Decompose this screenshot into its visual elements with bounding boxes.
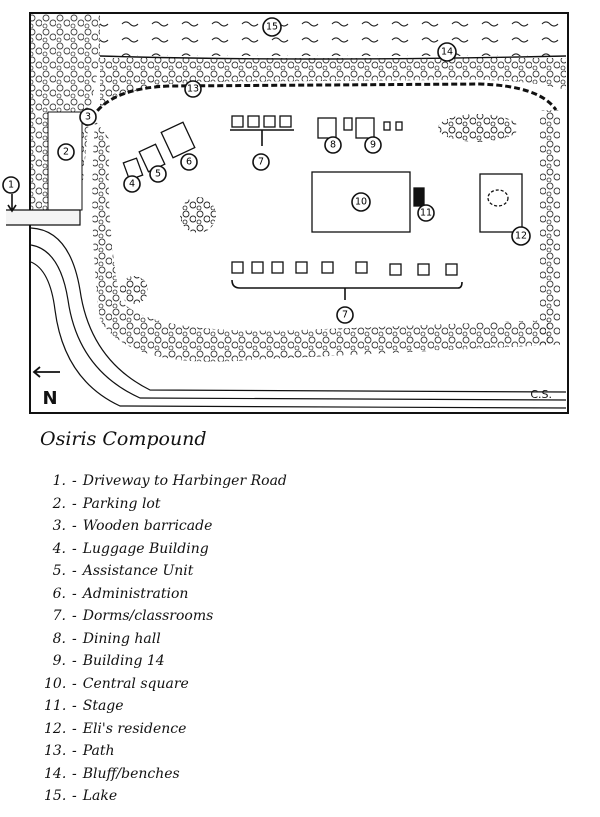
svg-text:12: 12	[515, 231, 527, 242]
legend-item: 12.-Eli's residence	[44, 720, 187, 737]
legend-item: 2.-Parking lot	[52, 495, 161, 512]
legend-item: 10.-Central square	[44, 675, 189, 692]
marker-1: 1	[2, 176, 20, 194]
svg-text:N: N	[42, 388, 57, 409]
marker-12: 12	[511, 226, 531, 246]
legend-item: 8.-Dining hall	[52, 630, 161, 647]
legend-item: 9.-Building 14	[52, 653, 165, 669]
svg-text:11: 11	[420, 208, 432, 219]
legend-item: 1.-Driveway to Harbinger Road	[52, 473, 287, 489]
legend-item: 15.-Lake	[44, 788, 118, 804]
svg-text:7: 7	[258, 157, 264, 168]
marker-10: 10	[351, 192, 371, 212]
svg-text:5: 5	[155, 169, 161, 180]
compound-map: N C.S. 1 2 3 4 5 6 7 7 8 9 10 11 12 13 1…	[2, 12, 569, 414]
path-line	[90, 82, 558, 119]
stage	[413, 187, 425, 207]
parking-lot	[47, 111, 83, 211]
elis-residence	[479, 173, 523, 233]
svg-text:15: 15	[266, 22, 278, 33]
buildings	[122, 115, 523, 276]
svg-text:14: 14	[441, 47, 453, 58]
contour-lines	[30, 227, 567, 409]
dining-hall	[317, 117, 337, 139]
shrub-rim-east	[540, 110, 560, 345]
marker-13: 13	[184, 80, 202, 98]
legend-item: 13.-Path	[44, 743, 115, 759]
tree-cluster	[180, 197, 216, 233]
legend-item: 6.-Administration	[52, 585, 189, 602]
legend-item: 14.-Bluff/benches	[44, 765, 180, 782]
north-indicator: N	[32, 366, 60, 409]
svg-text:6: 6	[186, 157, 192, 168]
driveway	[6, 209, 81, 226]
building-14	[355, 117, 375, 139]
marker-4: 4	[123, 175, 141, 193]
marker-8: 8	[324, 136, 342, 154]
svg-text:9: 9	[370, 140, 376, 151]
marker-6: 6	[180, 153, 198, 171]
svg-text:10: 10	[355, 197, 367, 208]
legend-item: 11.-Stage	[44, 698, 124, 714]
svg-text:13: 13	[187, 84, 199, 95]
marker-14: 14	[437, 42, 457, 62]
svg-text:8: 8	[330, 140, 336, 151]
map-markers: 1 2 3 4 5 6 7 7 8 9 10 11 12 13 14 15	[2, 17, 531, 324]
svg-text:7: 7	[342, 310, 348, 321]
marker-5: 5	[149, 165, 167, 183]
bluff-band	[100, 58, 566, 110]
legend-item: 3.-Wooden barricade	[52, 518, 213, 534]
lake-area	[100, 14, 566, 56]
marker-2: 2	[57, 143, 75, 161]
map-legend: 1.-Driveway to Harbinger Road 2.-Parking…	[44, 470, 287, 808]
marker-15: 15	[262, 17, 282, 37]
tree-cluster	[438, 114, 518, 142]
map-title: Osiris Compound	[40, 428, 207, 450]
legend-item: 7.-Dorms/classrooms	[52, 608, 214, 624]
dorms-bracket-south	[231, 279, 463, 300]
dorms-bracket-north	[230, 129, 294, 146]
svg-text:3: 3	[85, 112, 91, 123]
marker-7-north: 7	[252, 153, 270, 171]
svg-text:4: 4	[129, 179, 135, 190]
driveway-arrow	[7, 194, 17, 213]
marker-3: 3	[79, 108, 97, 126]
marker-9: 9	[364, 136, 382, 154]
marker-7-south: 7	[336, 306, 354, 324]
artist-signature: C.S.	[530, 388, 552, 401]
svg-text:1: 1	[8, 180, 14, 191]
legend-item: 4.-Luggage Building	[52, 540, 209, 557]
svg-text:2: 2	[63, 147, 69, 158]
shrub-rim	[92, 120, 550, 362]
marker-11: 11	[417, 204, 435, 222]
administration-building	[160, 121, 196, 159]
legend-item: 5.-Assistance Unit	[52, 563, 194, 579]
tree-cluster	[120, 276, 148, 304]
